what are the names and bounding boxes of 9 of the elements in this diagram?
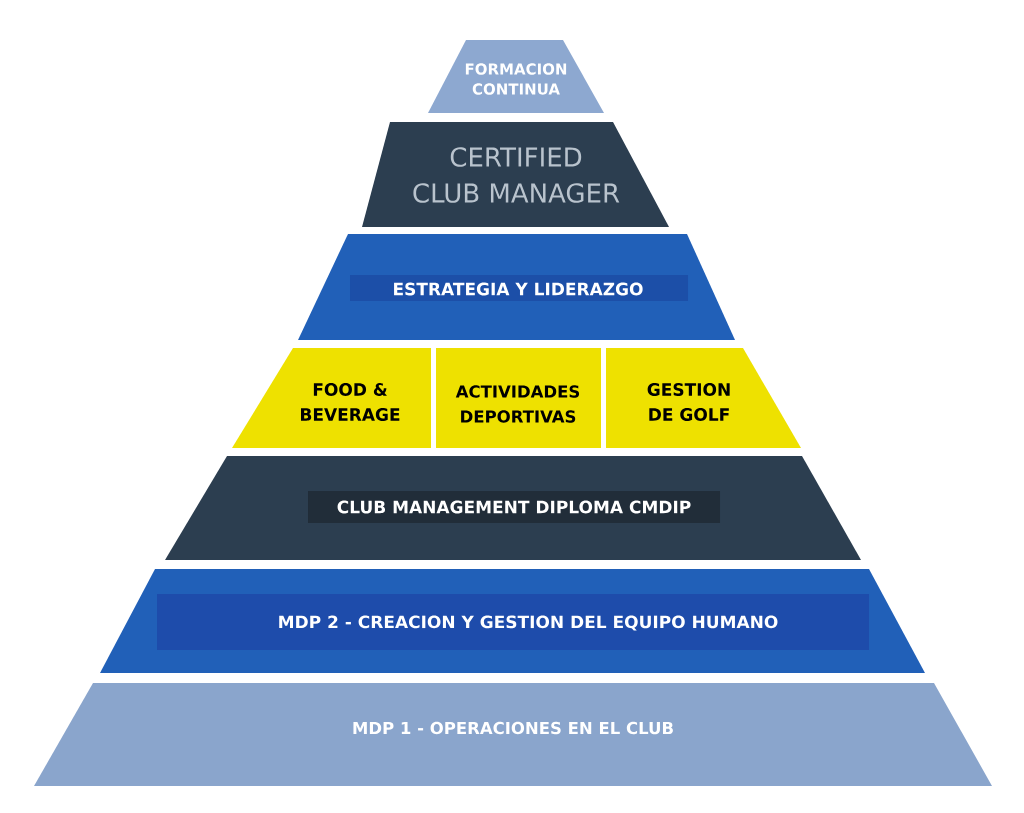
pyramid-tier: CLUB MANAGEMENT DIPLOMA CMDIP — [165, 456, 861, 560]
pyramid-tier: FORMACION CONTINUA — [428, 40, 604, 113]
pyramid-tier: MDP 2 - CREACION Y GESTION DEL EQUIPO HUMANO — [100, 569, 925, 673]
pyramid-tier: ACTIVIDADES DEPORTIVAS — [436, 348, 601, 448]
pyramid-tier: FOOD & BEVERAGE — [232, 348, 431, 448]
pyramid-tier: CERTIFIED CLUB MANAGER — [362, 122, 669, 227]
pyramid-tier: GESTION DE GOLF — [606, 348, 801, 448]
pyramid-tier: MDP 1 - OPERACIONES EN EL CLUB — [34, 683, 992, 786]
pyramid-tier: ESTRATEGIA Y LIDERAZGO — [298, 234, 735, 340]
